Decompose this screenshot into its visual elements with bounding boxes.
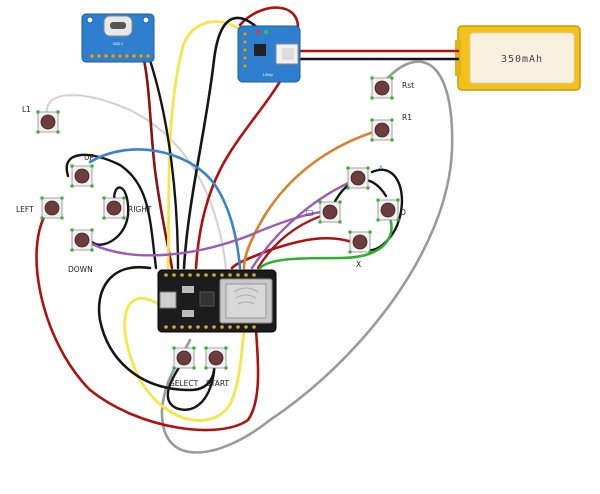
- circle-green-wire: [258, 210, 393, 270]
- pushbutton-up: [70, 164, 94, 188]
- pushbutton-square: [318, 200, 342, 224]
- pushbutton-triangle: [346, 166, 370, 190]
- r1-orange-wire: [242, 128, 382, 270]
- left-red-wire: [35, 203, 260, 432]
- select-black-wire: [166, 358, 216, 411]
- esp32-feather-board: [157, 269, 277, 333]
- button-label-right: RIGHT: [128, 205, 152, 214]
- button-label-up: UP: [84, 153, 94, 162]
- lipo-charger-board: LiPoly: [237, 25, 301, 83]
- yellow-wire: [123, 20, 248, 422]
- button-label-circle: O: [400, 208, 406, 217]
- usb-c-breakout-board: USB C: [81, 13, 155, 63]
- pushbutton-left: [40, 196, 64, 220]
- button-label-left: LEFT: [16, 205, 34, 214]
- button-label-square: □: [306, 208, 313, 217]
- button-label-r1: R1: [402, 113, 412, 122]
- wire-layer: [35, 6, 460, 454]
- pushbutton-x: [348, 230, 372, 254]
- pushbutton-l1: [36, 110, 60, 134]
- button-label-select: SELECT: [170, 379, 199, 388]
- pushbutton-circle: [376, 198, 400, 222]
- button-label-down: DOWN: [68, 265, 93, 274]
- pushbutton-start: [204, 346, 228, 370]
- pushbutton-r1: [370, 118, 394, 142]
- charger-black-wire: [182, 16, 264, 270]
- pushbutton-select: [172, 346, 196, 370]
- right-black-wire: [90, 186, 130, 246]
- up-black-wire: [65, 153, 158, 270]
- pushbutton-down: [70, 228, 94, 252]
- usb-black-wire: [146, 52, 180, 270]
- pushbutton-right: [102, 196, 126, 220]
- lipo-battery: 350mAh: [455, 25, 581, 91]
- triangle-purple-wire: [250, 178, 357, 270]
- ground-bus-wire: [97, 265, 216, 392]
- button-label-l1: L1: [22, 105, 31, 114]
- button-label-x: X: [356, 260, 361, 269]
- button-label-start: START: [206, 379, 230, 388]
- lipo-charger-silkscreen: LiPoly: [263, 73, 273, 77]
- button-label-triangle: △: [378, 163, 384, 172]
- down-purple-wire: [90, 210, 332, 257]
- usb-header-pins: [89, 53, 151, 59]
- buttons-layer: [36, 76, 400, 370]
- pushbutton-rst: [370, 76, 394, 100]
- usb-c-silkscreen: USB C: [113, 42, 124, 46]
- charger-red-wire: [194, 6, 300, 270]
- rst-gray-wire: [160, 60, 454, 454]
- button-label-rst: Rst: [402, 81, 414, 90]
- battery-capacity-label: 350mAh: [501, 54, 543, 65]
